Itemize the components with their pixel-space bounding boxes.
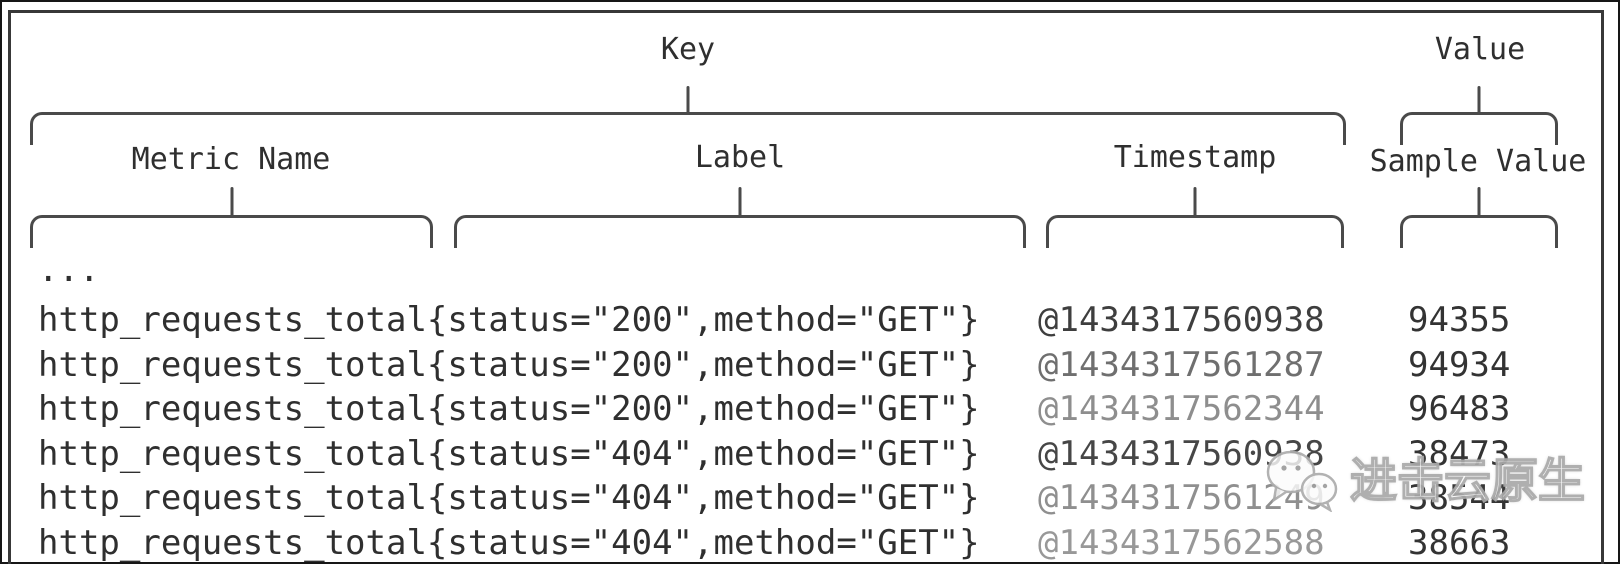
- row-timestamp: @1434317561287: [1038, 345, 1325, 385]
- sample-value-brace-bar: [1400, 215, 1558, 248]
- timestamp-brace: [1046, 187, 1344, 248]
- value-brace-bar: [1400, 112, 1558, 145]
- value-brace: [1400, 86, 1558, 145]
- label-brace: [454, 187, 1026, 248]
- label-brace-tick: [738, 187, 742, 215]
- row-value: 94355: [1408, 300, 1511, 340]
- metric-name-brace-bar: [30, 215, 433, 248]
- timestamp-label: Timestamp: [1113, 140, 1277, 175]
- ellipsis: ...: [38, 250, 100, 290]
- value-brace-tick: [1477, 86, 1481, 114]
- label-brace-bar: [454, 215, 1026, 248]
- row-key: http_requests_total{status="404",method=…: [38, 523, 980, 563]
- metric-name-brace-tick: [230, 187, 233, 215]
- value-label: Value: [1434, 32, 1526, 67]
- row-timestamp: @1434317561249: [1038, 478, 1325, 518]
- row-key: http_requests_total{status="200",method=…: [38, 345, 980, 385]
- row-value: 94934: [1408, 345, 1511, 385]
- timestamp-brace-tick: [1193, 187, 1197, 215]
- timestamp-brace-bar: [1046, 215, 1344, 248]
- key-label: Key: [660, 32, 716, 67]
- row-value: 38663: [1408, 523, 1511, 563]
- metric-name-label: Metric Name: [131, 142, 331, 177]
- row-value: 96483: [1408, 389, 1511, 429]
- key-brace-tick: [686, 86, 690, 114]
- sample-value-brace: [1400, 187, 1558, 248]
- row-timestamp: @1434317562588: [1038, 523, 1325, 563]
- sample-value-label: Sample Value: [1369, 144, 1587, 179]
- row-value: 38544: [1408, 478, 1511, 518]
- sample-value-brace-tick: [1477, 187, 1481, 215]
- row-timestamp: @1434317562344: [1038, 389, 1325, 429]
- row-key: http_requests_total{status="404",method=…: [38, 434, 980, 474]
- row-key: http_requests_total{status="200",method=…: [38, 389, 980, 429]
- row-key: http_requests_total{status="404",method=…: [38, 478, 980, 518]
- row-key: http_requests_total{status="200",method=…: [38, 300, 980, 340]
- row-timestamp: @1434317560938: [1038, 300, 1325, 340]
- row-timestamp: @1434317560938: [1038, 434, 1325, 474]
- metric-name-brace: [30, 187, 433, 248]
- key-brace: [30, 86, 1346, 145]
- row-value: 38473: [1408, 434, 1511, 474]
- label-label: Label: [694, 140, 786, 175]
